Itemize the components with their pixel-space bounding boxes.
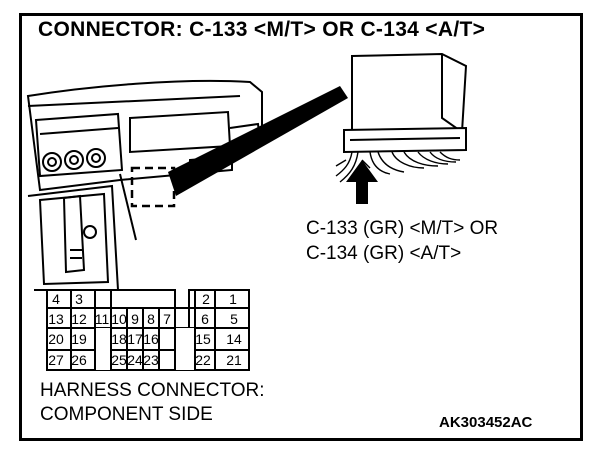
pointer-wedge <box>168 86 348 196</box>
pin-14: 14 <box>226 331 242 347</box>
harness-label-line2: COMPONENT SIDE <box>40 404 213 425</box>
pin-4: 4 <box>52 291 60 307</box>
pin-24: 24 <box>127 352 143 368</box>
pin-25: 25 <box>111 352 127 368</box>
pin-20: 20 <box>48 331 64 347</box>
harness-label-line1: HARNESS CONNECTOR: <box>40 380 265 401</box>
pin-27: 27 <box>48 352 64 368</box>
ecu-module-icon <box>343 52 468 154</box>
pin-21: 21 <box>226 352 242 368</box>
connector-callout-line1: C-133 (GR) <M/T> OR <box>306 218 499 239</box>
pin-23: 23 <box>143 352 159 368</box>
pin-15: 15 <box>195 331 211 347</box>
pin-9: 9 <box>131 311 139 327</box>
wire-bundle-icon <box>335 151 461 183</box>
pin-11: 11 <box>94 311 110 327</box>
pin-12: 12 <box>71 311 87 327</box>
pin-13: 13 <box>48 311 64 327</box>
location-box <box>130 166 176 208</box>
diagram-frame <box>19 13 583 441</box>
pin-10: 10 <box>111 311 127 327</box>
pin-3: 3 <box>75 291 83 307</box>
figure-code: AK303452AC <box>439 414 533 431</box>
pin-2: 2 <box>202 291 210 307</box>
pin-7: 7 <box>163 311 171 327</box>
pin-6: 6 <box>201 311 209 327</box>
pin-22: 22 <box>195 352 211 368</box>
pin-18: 18 <box>111 331 127 347</box>
pin-8: 8 <box>147 311 155 327</box>
pin-5: 5 <box>230 311 238 327</box>
pin-19: 19 <box>71 331 87 347</box>
pin-26: 26 <box>71 352 87 368</box>
connector-face-icon <box>46 289 250 371</box>
pin-17: 17 <box>127 331 143 347</box>
pin-1: 1 <box>229 291 237 307</box>
pin-16: 16 <box>143 331 159 347</box>
dashboard-icon <box>26 79 263 291</box>
diagram-title: CONNECTOR: C-133 <M/T> OR C-134 <A/T> <box>38 18 486 41</box>
connector-callout-line2: C-134 (GR) <A/T> <box>306 243 462 264</box>
pointer-arrow-icon <box>346 160 378 204</box>
